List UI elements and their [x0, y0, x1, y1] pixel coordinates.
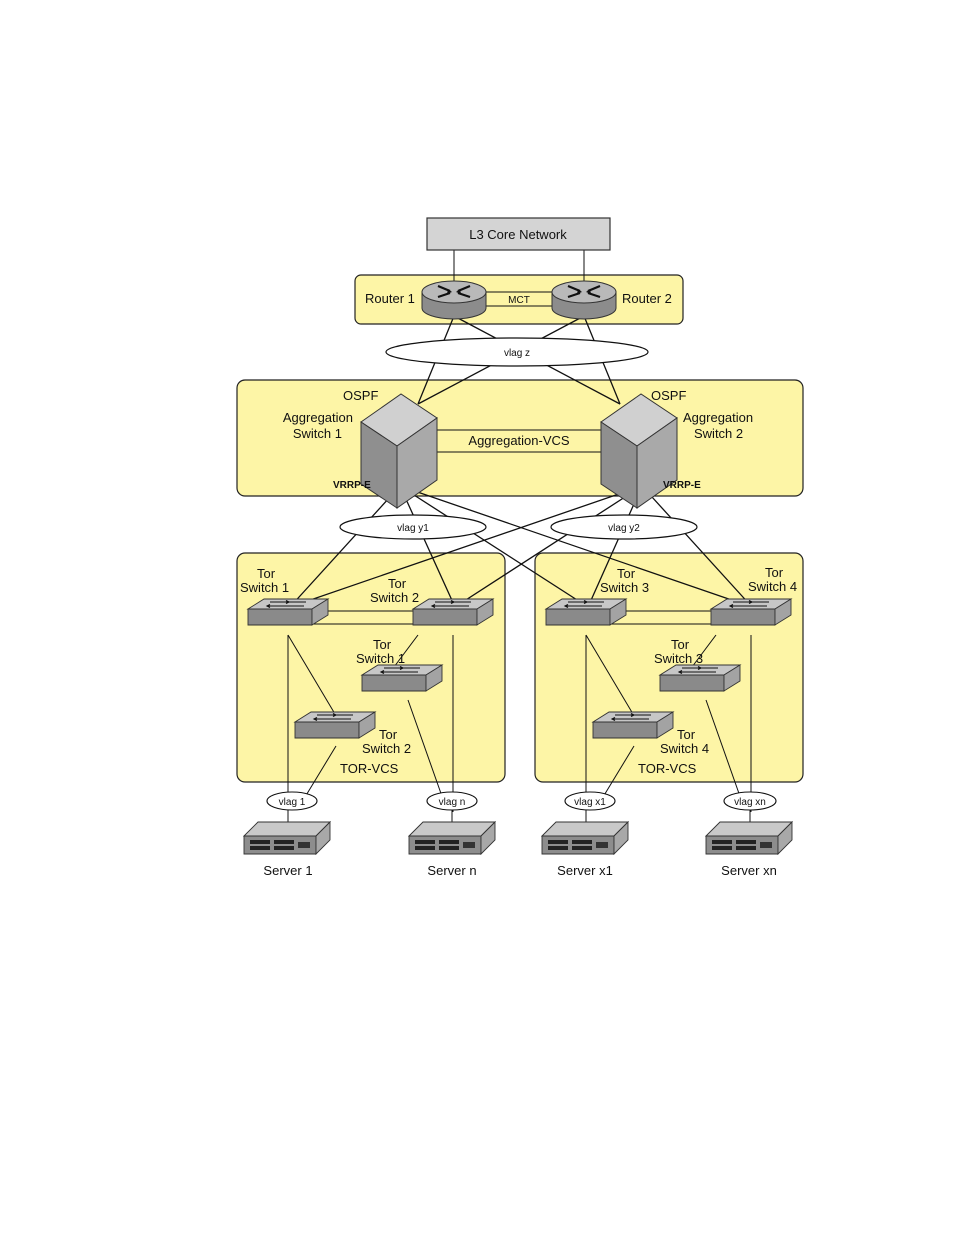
tor-switch-3-icon [545, 598, 627, 626]
vlag-n-label: vlag n [439, 797, 466, 808]
router-2-icon [550, 279, 618, 321]
tor-switch-4-lower-icon [592, 711, 674, 739]
agg-switch-1-label-line1: Aggregation [283, 410, 353, 425]
agg-switch-2-label-line1: Aggregation [683, 410, 753, 425]
tor-switch-1-lower-icon [361, 664, 443, 692]
server-n-icon [408, 821, 496, 855]
server-x1-icon [541, 821, 629, 855]
tor-switch-3-label-l2: Switch 3 [600, 580, 649, 595]
vlag-z-ellipse [385, 337, 649, 367]
tor-switch-1-lower-label-l2: Switch 1 [356, 651, 405, 666]
router-1-icon [420, 279, 488, 321]
tor-switch-2-icon [412, 598, 494, 626]
server-1-icon [243, 821, 331, 855]
vlag-1-ellipse [266, 791, 318, 811]
vlag-z-label: vlag z [504, 348, 530, 359]
agg-switch-2-label-line2: Switch 2 [694, 426, 743, 441]
tor-switch-2-label-l1: Tor [388, 576, 407, 591]
tor-switch-2-lower-icon [294, 711, 376, 739]
tor-vcs-left-label: TOR-VCS [340, 761, 399, 776]
server-x1-label: Server x1 [557, 863, 613, 878]
vlag-y1-ellipse [339, 514, 487, 540]
server-n-label: Server n [427, 863, 476, 878]
mct-label: MCT [508, 295, 530, 306]
tor-switch-3-label-l1: Tor [617, 566, 636, 581]
vlag-x1-label: vlag x1 [574, 797, 606, 808]
tor-switch-4-lower-label-l1: Tor [677, 727, 696, 742]
tor-switch-2-lower-label-l2: Switch 2 [362, 741, 411, 756]
vlag-xn-label: vlag xn [734, 797, 766, 808]
aggregation-vcs-label: Aggregation-VCS [468, 433, 569, 448]
vlag-1-label: vlag 1 [279, 797, 306, 808]
server-xn-label: Server xn [721, 863, 777, 878]
tor-switch-3-lower-label-l2: Switch 3 [654, 651, 703, 666]
server-xn-icon [705, 821, 793, 855]
tor-switch-3-lower-label-l1: Tor [671, 637, 690, 652]
vlag-y2-label: vlag y2 [608, 523, 640, 534]
vlag-y1-label: vlag y1 [397, 523, 429, 534]
vrrp-e-left-label: VRRP-E [333, 480, 371, 491]
tor-switch-1-icon [247, 598, 329, 626]
router-2-label: Router 2 [622, 291, 672, 306]
vlag-y2-ellipse [550, 514, 698, 540]
tor-switch-1-lower-label-l1: Tor [373, 637, 392, 652]
ospf-right-label: OSPF [651, 388, 686, 403]
tor-switch-4-label-l1: Tor [765, 565, 784, 580]
vrrp-e-right-label: VRRP-E [663, 480, 701, 491]
ospf-left-label: OSPF [343, 388, 378, 403]
tor-switch-1-label-l2: Switch 1 [240, 580, 289, 595]
tor-switch-3-lower-icon [659, 664, 741, 692]
vlag-n-ellipse [426, 791, 478, 811]
router-1-label: Router 1 [365, 291, 415, 306]
vlag-x1-ellipse [564, 791, 616, 811]
tor-switch-4-icon [710, 598, 792, 626]
tor-switch-4-lower-label-l2: Switch 4 [660, 741, 709, 756]
l3-core-network-box [426, 217, 611, 251]
tor-switch-1-label-l1: Tor [257, 566, 276, 581]
l3-core-network-label: L3 Core Network [469, 227, 567, 242]
tor-switch-4-label-l2: Switch 4 [748, 579, 797, 594]
vlag-xn-ellipse [723, 791, 777, 811]
tor-switch-2-label-l2: Switch 2 [370, 590, 419, 605]
agg-switch-1-label-line2: Switch 1 [293, 426, 342, 441]
server-1-label: Server 1 [263, 863, 312, 878]
tor-switch-2-lower-label-l1: Tor [379, 727, 398, 742]
tor-vcs-right-label: TOR-VCS [638, 761, 697, 776]
